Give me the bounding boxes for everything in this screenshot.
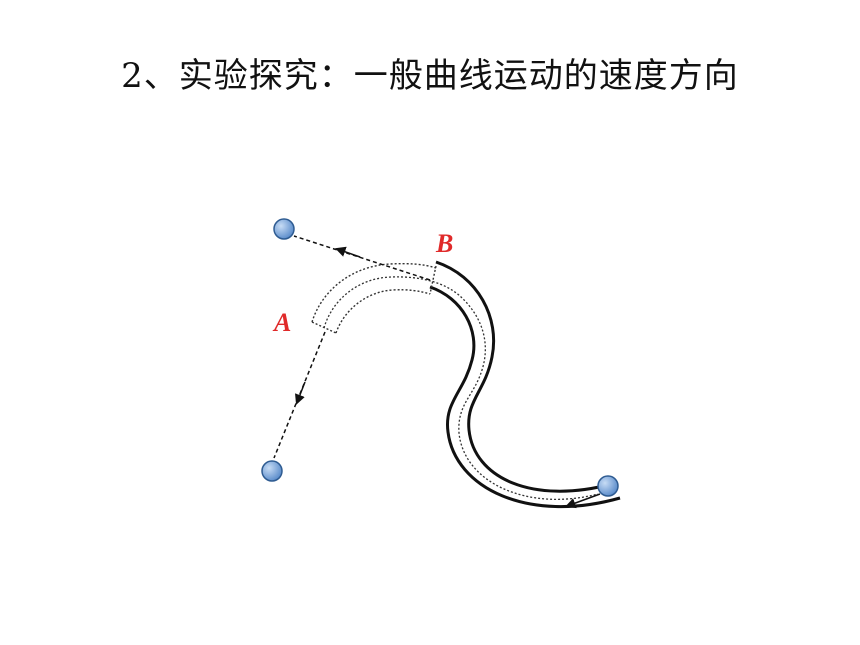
tube-inner-wall [429, 285, 621, 509]
tangent-arrow-b [335, 246, 361, 258]
tangent-line-b [293, 235, 431, 281]
tube-open-section [311, 262, 437, 334]
tube-cut-b [429, 265, 437, 295]
ball-a-exit [261, 460, 283, 482]
label-b: B [435, 229, 453, 258]
tangent-arrow-a [295, 381, 306, 405]
tube-open-inner [335, 289, 431, 334]
label-a: A [272, 308, 291, 337]
slide-title: 2、实验探究：一般曲线运动的速度方向 [121, 56, 739, 96]
ball-b-exit [273, 218, 295, 240]
ball-path-center [323, 276, 599, 501]
ball-in-tube [597, 475, 619, 497]
tube-outer-wall [435, 260, 613, 493]
end-arrow [565, 493, 601, 509]
tube-open-outer [311, 262, 437, 323]
tangent-line-a [273, 331, 326, 459]
tube-solid [429, 260, 621, 509]
